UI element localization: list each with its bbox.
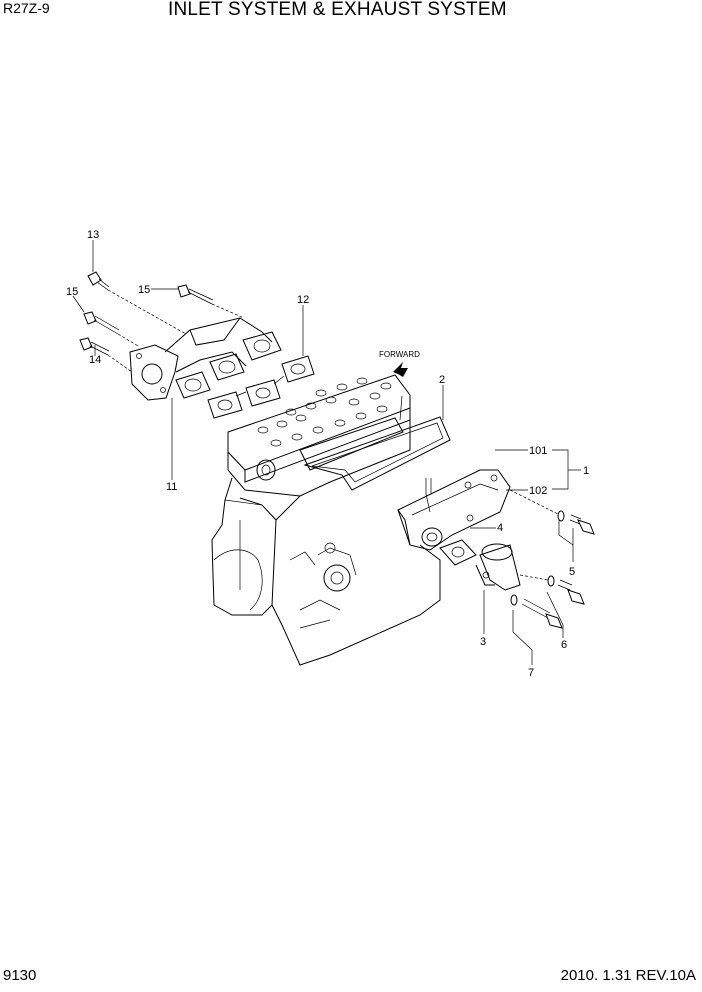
callout-4: 4	[497, 522, 503, 534]
model-code: R27Z-9	[3, 0, 50, 16]
callout-6: 6	[561, 639, 567, 651]
callout-101: 101	[529, 445, 547, 457]
inlet-elbow	[475, 543, 521, 591]
page-number: 9130	[3, 967, 37, 984]
elbow-gasket	[439, 539, 477, 566]
leader-lines	[72, 240, 581, 665]
callouts: 13 15 15 14 12 11 2 101 102 1 4 5 3 6 7	[66, 229, 589, 679]
callout-5: 5	[569, 566, 575, 578]
exhaust-manifold	[129, 317, 282, 401]
manifold-bolts-right	[509, 489, 595, 629]
callout-2: 2	[439, 374, 445, 386]
manifold-bolts	[79, 271, 245, 373]
callout-7: 7	[528, 667, 534, 679]
revision-date: 2010. 1.31 REV.10A	[560, 967, 696, 984]
page-title: INLET SYSTEM & EXHAUST SYSTEM	[168, 0, 507, 20]
callout-102: 102	[529, 485, 547, 497]
callout-13: 13	[87, 229, 99, 241]
callout-15: 15	[66, 286, 78, 298]
forward-label: FORWARD	[379, 350, 420, 359]
engine-block	[211, 374, 441, 666]
inlet-gasket	[303, 395, 451, 491]
exhaust-gasket	[207, 355, 315, 419]
callout-1: 1	[583, 465, 589, 477]
callout-3: 3	[480, 636, 486, 648]
callout-12: 12	[297, 294, 309, 306]
forward-arrow-icon	[393, 362, 408, 377]
callout-11: 11	[166, 481, 177, 493]
callout-15: 15	[138, 284, 150, 296]
inlet-manifold	[397, 469, 511, 551]
callout-14: 14	[89, 354, 101, 366]
